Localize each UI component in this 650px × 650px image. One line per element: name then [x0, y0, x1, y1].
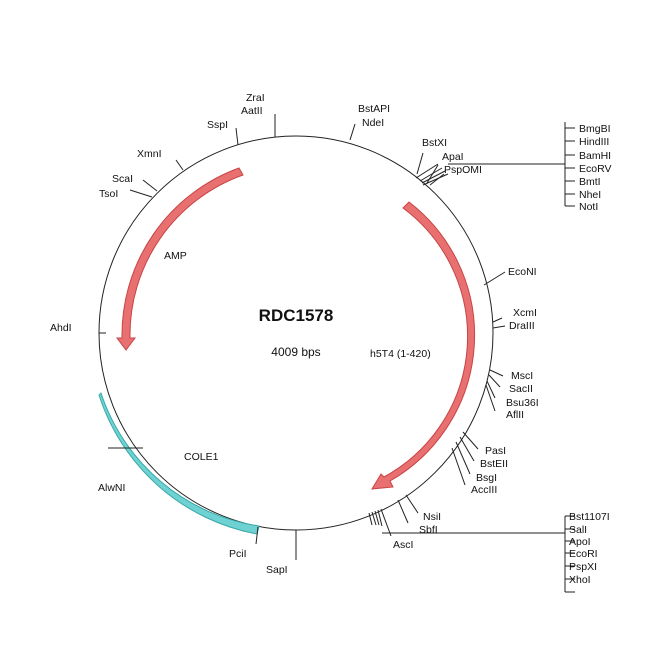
site-bsgi: BsgI [476, 472, 497, 484]
mcs-top-item: BmtI [579, 176, 601, 188]
site-sspi: SspI [207, 119, 228, 131]
site-aflii: AflII [506, 409, 524, 421]
amp-arrow [116, 167, 244, 351]
site-pspomi: PspOMI [444, 164, 482, 176]
mcs-bottom-item: PspXI [569, 561, 597, 573]
site-apai: ApaI [442, 151, 464, 163]
site-sacii: SacII [509, 383, 533, 395]
mcs-bottom-item: EcoRI [569, 548, 598, 560]
mcs-top-item: NheI [579, 189, 601, 201]
site-zrai: ZraI [246, 92, 265, 104]
site-bstapi: BstAPI [358, 103, 390, 115]
site-bstxi: BstXI [422, 137, 447, 149]
h5t4-label: h5T4 (1-420) [370, 348, 431, 360]
site-sbfi: SbfI [419, 524, 438, 536]
site-tsoi: TsoI [99, 188, 118, 200]
mcs-bottom-item: Bst1107I [569, 511, 610, 523]
site-scai: ScaI [112, 173, 133, 185]
site-aatii: AatII [241, 105, 263, 117]
site-xcmi: XcmI [513, 307, 537, 319]
site-ahdi: AhdI [50, 322, 72, 334]
mcs-bottom-item: XhoI [569, 574, 591, 586]
site-ndei: NdeI [362, 117, 384, 129]
cole1-feature [98, 392, 260, 535]
plasmid-name: RDC1578 [259, 306, 334, 325]
mcs-top-item: HindIII [579, 136, 609, 148]
mcs-top-item: BmgBI [579, 123, 611, 135]
site-asci: AscI [393, 539, 413, 551]
site-econi: EcoNI [508, 266, 537, 278]
mcs-top-list: BmgBI HindIII BamHI EcoRV BmtI NheI NotI [579, 123, 612, 213]
plasmid-backbone [98, 135, 494, 531]
site-msci: MscI [511, 370, 533, 382]
site-bsu36i: Bsu36I [506, 397, 539, 409]
site-alwni: AlwNI [98, 482, 125, 494]
amp-label: AMP [164, 250, 187, 262]
mcs-top-item: BamHI [579, 150, 611, 162]
plasmid-size: 4009 bps [271, 345, 320, 359]
site-pasi: PasI [485, 445, 506, 457]
cole1-label: COLE1 [184, 451, 219, 463]
h5t4-arrow [371, 201, 476, 490]
mcs-top-item: EcoRV [579, 163, 612, 175]
site-xmni: XmnI [137, 148, 162, 160]
site-bsteii: BstEII [480, 458, 508, 470]
site-draiii: DraIII [509, 320, 535, 332]
site-nsii: NsiI [423, 511, 441, 523]
mcs-bottom-list: Bst1107I SalI ApoI EcoRI PspXI XhoI [569, 511, 610, 586]
mcs-top-item: NotI [579, 201, 598, 213]
mcs-bottom-item: SalI [569, 524, 587, 536]
site-pcii: PciI [229, 548, 247, 560]
mcs-bottom-item: ApoI [569, 536, 591, 548]
site-sapi: SapI [266, 564, 288, 576]
site-acciii: AccIII [471, 484, 497, 496]
